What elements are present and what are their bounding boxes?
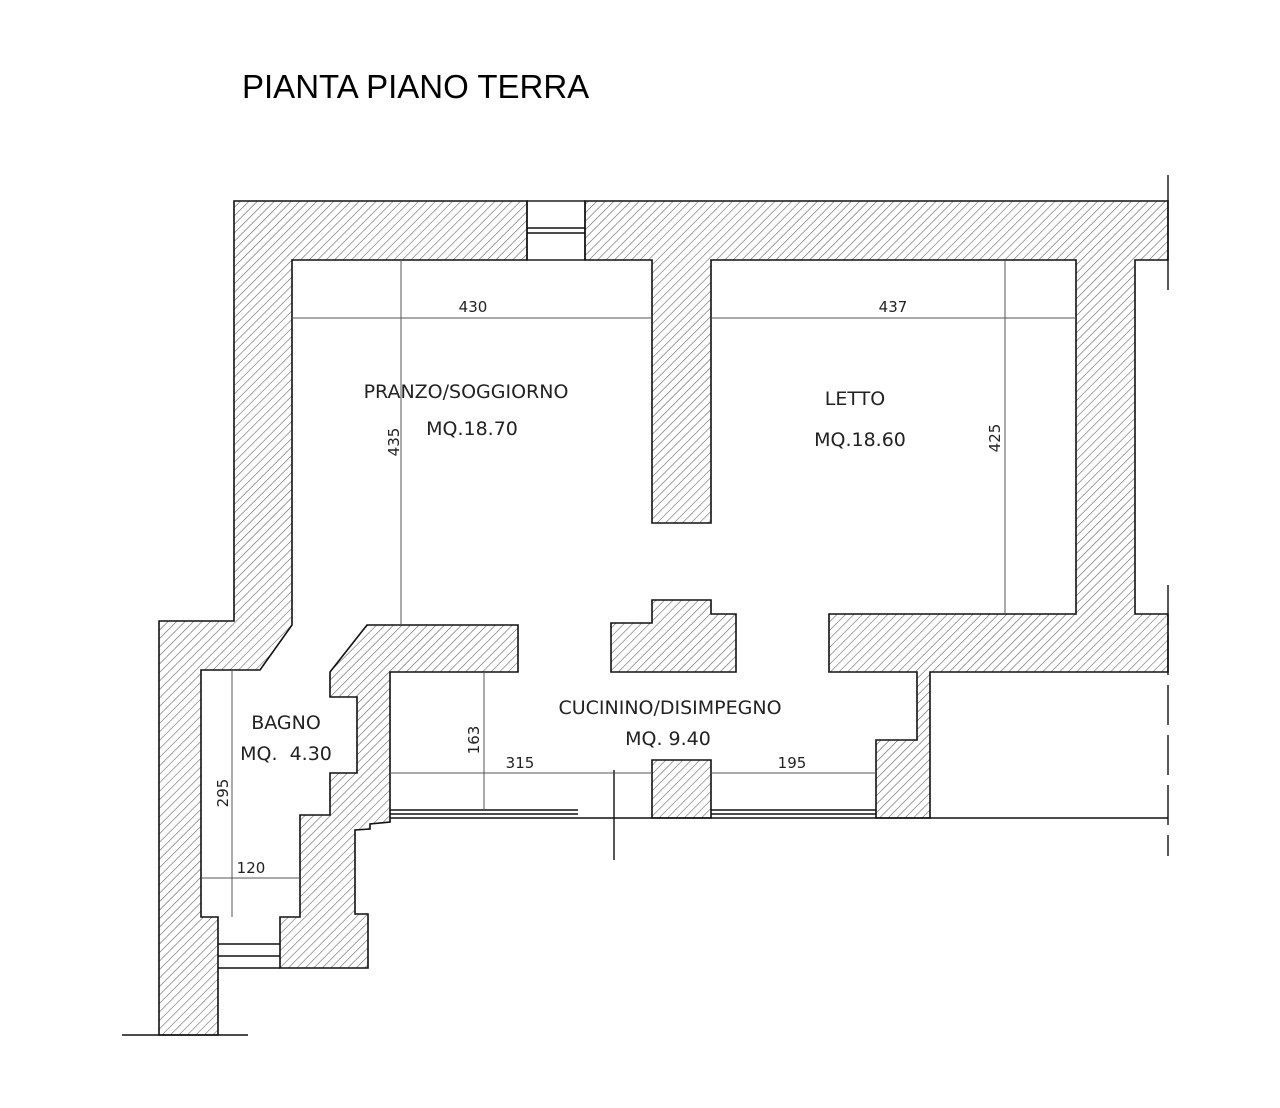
- room-bagno-area: MQ. 4.30: [240, 743, 332, 765]
- dim-437: 437: [879, 298, 908, 316]
- room-cucinino-area: MQ. 9.40: [625, 728, 711, 750]
- window-north: [526, 200, 586, 261]
- pillar-south: [651, 759, 712, 819]
- wall-north-east: [584, 200, 1169, 819]
- dim-425: 425: [986, 424, 1004, 453]
- dim-430: 430: [459, 298, 488, 316]
- room-bagno-name: BAGNO: [251, 712, 321, 734]
- pillar-center: [610, 599, 737, 673]
- dimension-lines: [201, 260, 1076, 917]
- room-letto-name: LETTO: [825, 388, 885, 410]
- dim-120: 120: [237, 859, 266, 877]
- room-soggiorno-name: PRANZO/SOGGIORNO: [364, 381, 569, 403]
- room-letto-area: MQ.18.60: [814, 429, 906, 451]
- dim-195: 195: [778, 754, 807, 772]
- wall-west: [158, 200, 528, 1036]
- window-south: [390, 809, 1168, 819]
- room-soggiorno-area: MQ.18.70: [426, 418, 518, 440]
- plan-title: PIANTA PIANO TERRA: [242, 68, 589, 105]
- dim-163: 163: [465, 726, 483, 755]
- dim-295: 295: [214, 779, 232, 808]
- dim-315: 315: [506, 754, 535, 772]
- room-cucinino-name: CUCININO/DISIMPEGNO: [558, 697, 781, 719]
- dim-435: 435: [385, 428, 403, 457]
- window-bagno: [218, 943, 280, 969]
- wall-bagno-east: [279, 624, 519, 969]
